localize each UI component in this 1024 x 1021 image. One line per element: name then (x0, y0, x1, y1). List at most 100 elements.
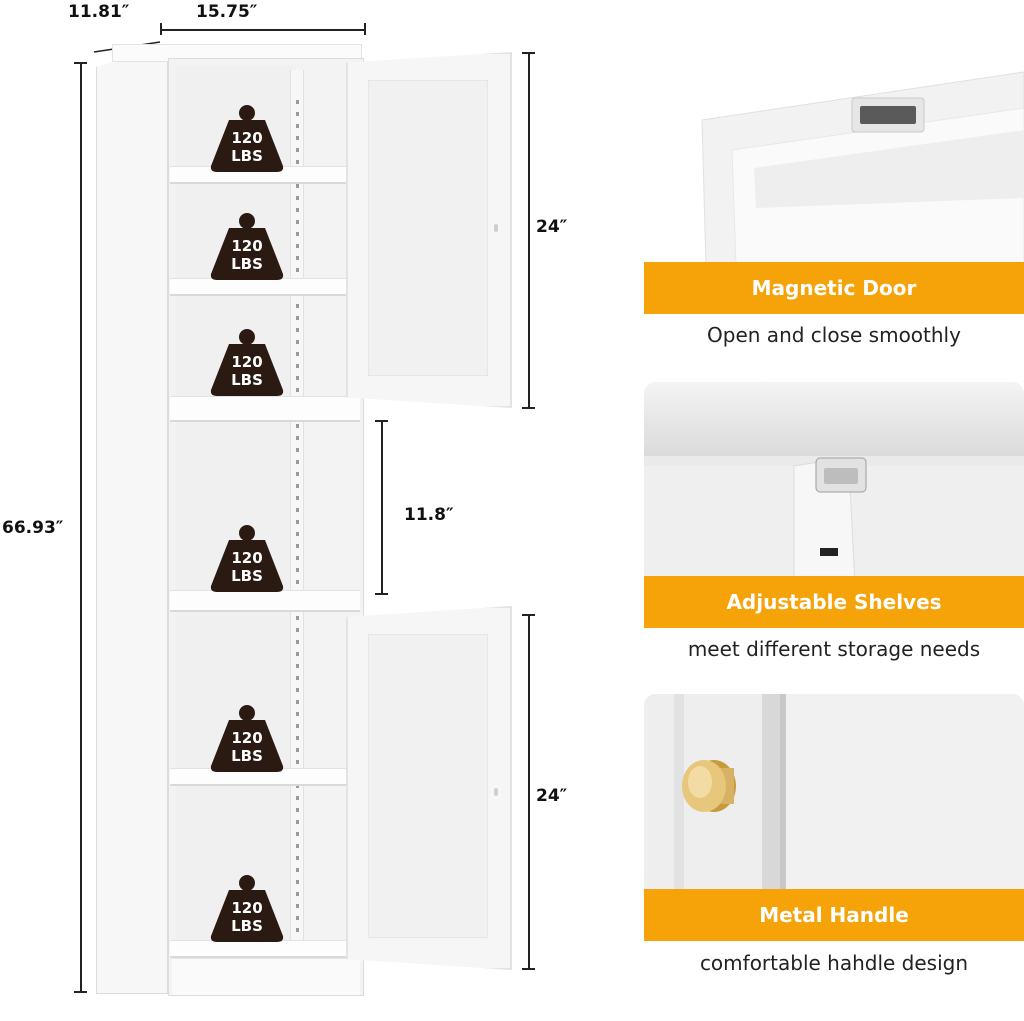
lower-door-panel (368, 634, 488, 938)
weight-icon: 120 LBS (210, 525, 284, 592)
open-section-tick-top (375, 420, 388, 422)
cabinet-back-panel (176, 66, 296, 946)
shelf-pin-hole (296, 244, 299, 248)
svg-text:LBS: LBS (231, 917, 263, 935)
svg-text:120: 120 (231, 549, 262, 567)
shelf-pin-hole (296, 184, 299, 188)
shelf-pin-hole (296, 196, 299, 200)
cabinet-base (172, 958, 360, 995)
shelf-pin-hole (296, 856, 299, 860)
weight-icon: 120 LBS (210, 105, 284, 172)
shelf-pin-hole (296, 664, 299, 668)
weight-icon: 120 LBS (210, 329, 284, 396)
shelf-pin-hole (296, 124, 299, 128)
shelf-pin-hole (296, 316, 299, 320)
lower-door[interactable] (346, 606, 512, 970)
shelf-pin-hole (296, 556, 299, 560)
shelf-pin-hole (296, 352, 299, 356)
adjustable-shelves-caption: meet different storage needs (687, 637, 981, 661)
shelf-rail (290, 70, 304, 948)
shelf-pin-hole (296, 160, 299, 164)
shelf-pin-hole (296, 652, 299, 656)
magnetic-door-banner: Magnetic Door (644, 262, 1024, 314)
svg-text:LBS: LBS (231, 371, 263, 389)
magnet-latch-icon (701, 71, 1024, 266)
svg-text:LBS: LBS (231, 747, 263, 765)
shelf-pin-hole (296, 904, 299, 908)
cabinet-divider (170, 396, 360, 422)
weight-badge: 120 LBS (207, 524, 287, 598)
height-label: 66.93″ (2, 516, 64, 540)
gold-knob-icon (644, 694, 1024, 914)
width-label: 15.75″ (196, 2, 258, 22)
magnetic-door-photo (644, 68, 1024, 266)
height-tick-bottom (74, 991, 87, 993)
shelf-pin-hole (296, 736, 299, 740)
shelf-pin-hole (296, 928, 299, 932)
svg-text:LBS: LBS (231, 567, 263, 585)
shelf-pin-hole (296, 256, 299, 260)
shelf-pin-hole (296, 508, 299, 512)
shelf-pin-hole (296, 640, 299, 644)
shelf-pin-hole (296, 484, 299, 488)
shelf-pin-hole (296, 436, 299, 440)
lower-door-dimension-line (528, 614, 530, 969)
cabinet-side-panel (96, 48, 168, 994)
shelf-pin-hole (296, 820, 299, 824)
shelf-pin-hole (296, 376, 299, 380)
shelf-pin-hole (296, 388, 299, 392)
shelf-pin-hole (296, 472, 299, 476)
shelf-pin-hole (296, 232, 299, 236)
upper-door-tick-top (522, 52, 535, 54)
adjustable-shelves-photo (644, 382, 1024, 604)
shelf-pin-hole (296, 676, 299, 680)
lower-door-label: 24″ (536, 786, 568, 806)
shelf-pin-hole (296, 328, 299, 332)
shelf-pin-hole (296, 424, 299, 428)
height-tick-top (74, 62, 87, 64)
shelf-bracket-icon (644, 382, 1024, 604)
magnetic-door-caption: Open and close smoothly (707, 323, 961, 347)
upper-door[interactable] (346, 52, 512, 408)
svg-text:LBS: LBS (231, 147, 263, 165)
upper-door-label: 24″ (536, 217, 568, 237)
weight-badge: 120 LBS (207, 104, 287, 178)
shelf-pin-hole (296, 616, 299, 620)
metal-handle-banner: Metal Handle (644, 889, 1024, 941)
svg-text:120: 120 (231, 729, 262, 747)
weight-icon: 120 LBS (210, 875, 284, 942)
shelf-pin-hole (296, 112, 299, 116)
svg-text:LBS: LBS (231, 255, 263, 273)
weight-icon: 120 LBS (210, 705, 284, 772)
weight-icon: 120 LBS (210, 213, 284, 280)
shelf-pin-hole (296, 784, 299, 788)
adjustable-shelves-banner: Adjustable Shelves (644, 576, 1024, 628)
shelf-pin-hole (296, 808, 299, 812)
shelf-pin-hole (296, 760, 299, 764)
shelf-pin-hole (296, 304, 299, 308)
shelf-pin-hole (296, 448, 299, 452)
lower-door-latch-icon (494, 788, 498, 796)
metal-handle-photo (644, 694, 1024, 914)
shelf-pin-hole (296, 868, 299, 872)
svg-text:120: 120 (231, 899, 262, 917)
metal-handle-caption: comfortable hahdle design (699, 951, 969, 975)
shelf-pin-hole (296, 220, 299, 224)
shelf-pin-hole (296, 712, 299, 716)
shelf-pin-hole (296, 844, 299, 848)
shelf-pin-hole (296, 892, 299, 896)
weight-badge: 120 LBS (207, 212, 287, 286)
svg-text:120: 120 (231, 237, 262, 255)
width-tick-right (364, 23, 366, 35)
upper-door-panel (368, 80, 488, 376)
upper-door-latch-icon (494, 224, 498, 232)
weight-badge: 120 LBS (207, 328, 287, 402)
height-dimension-line (80, 62, 82, 992)
shelf-pin-hole (296, 208, 299, 212)
shelf-pin-hole (296, 700, 299, 704)
svg-text:120: 120 (231, 129, 262, 147)
shelf-pin-hole (296, 916, 299, 920)
open-section-tick-bottom (375, 593, 388, 595)
shelf-pin-hole (296, 364, 299, 368)
shelf-pin-hole (296, 724, 299, 728)
